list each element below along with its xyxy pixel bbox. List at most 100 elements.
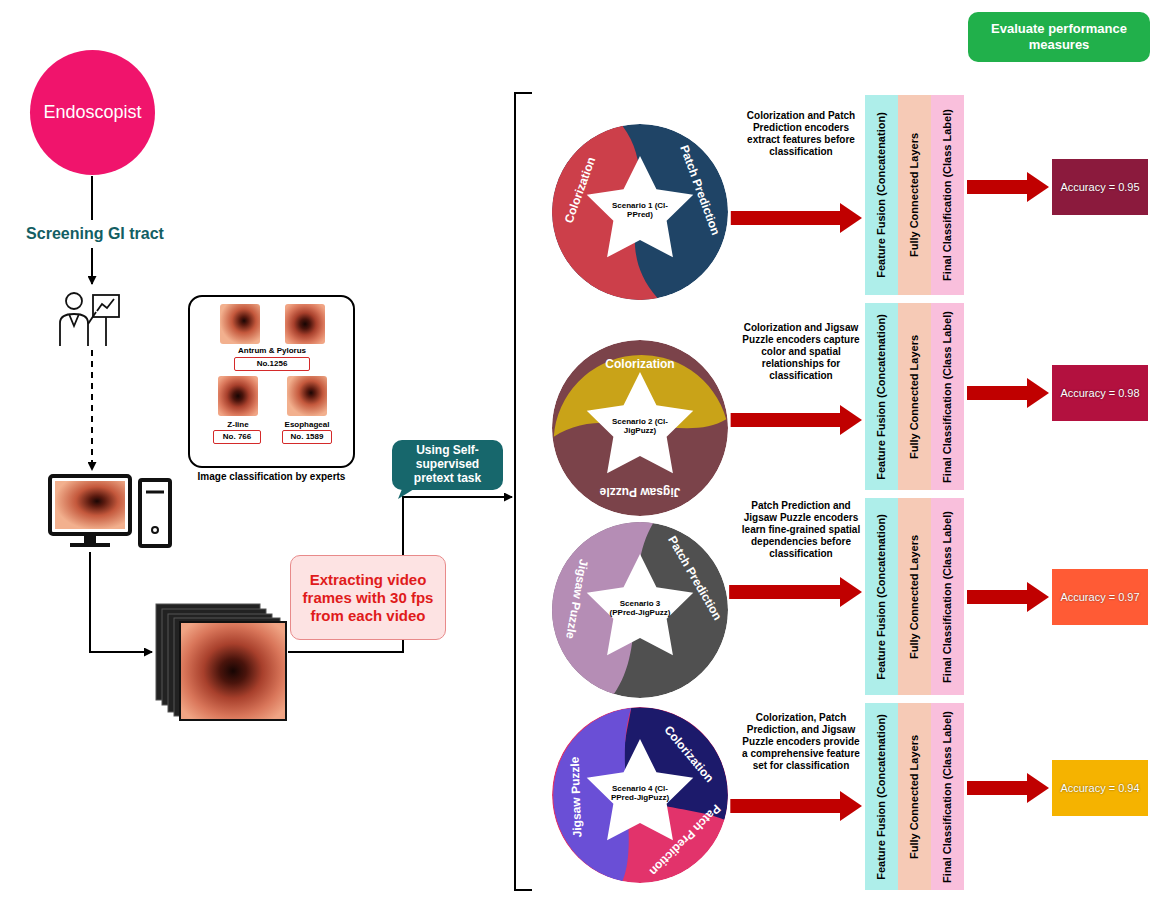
scenario-star: Scenario 3 (PPred-JigPuzz)	[578, 548, 702, 672]
arrow-head	[840, 791, 862, 821]
board-stand	[105, 317, 107, 346]
fc-band: Fully Connected Layers	[898, 95, 931, 295]
scenario-description: Patch Prediction and Jigsaw Puzzle encod…	[739, 500, 863, 560]
block-arrow	[729, 577, 862, 607]
nobox-text: No. 1589	[291, 432, 324, 442]
tower-slot	[146, 491, 164, 494]
flow-arrow	[91, 248, 93, 284]
video-frames-stack	[156, 604, 286, 720]
band-label: Feature Fusion (Concatenation)	[876, 708, 888, 885]
band-label: Feature Fusion (Concatenation)	[876, 503, 888, 690]
endoscopy-thumbnail	[220, 304, 260, 344]
monitor-base	[70, 543, 110, 547]
extract-text: Extracting video frames with 30 fps from…	[297, 571, 439, 625]
arrow-head	[840, 405, 862, 435]
arrow-shaft	[729, 585, 842, 599]
band-label: Final Classification (Class Label)	[942, 308, 954, 485]
count-box: No.1256	[234, 357, 310, 371]
fusion-band: Feature Fusion (Concatenation)	[865, 498, 898, 695]
band-label: Final Classification (Class Label)	[942, 100, 954, 290]
acc-text: Accuracy = 0.98	[1060, 387, 1139, 399]
actor-circle: Endoscopist	[30, 50, 155, 175]
block-arrow	[967, 172, 1049, 202]
thumbnails	[218, 304, 327, 416]
accuracy-box: Accuracy = 0.97	[1052, 569, 1148, 625]
segment-base	[552, 124, 728, 300]
endoscopy-thumbnail	[285, 304, 325, 344]
scenario-description: Colorization and Jigsaw Puzzle encoders …	[739, 322, 863, 382]
segment-label: Colorization	[605, 358, 674, 370]
band-label: Feature Fusion (Concatenation)	[876, 308, 888, 485]
process-box: Extracting video frames with 30 fps from…	[290, 555, 446, 640]
classification-band: Final Classification (Class Label)	[931, 303, 964, 490]
arrow-head	[1027, 378, 1049, 408]
segments	[552, 340, 728, 516]
arrow-shaft	[731, 211, 842, 225]
chart-board	[93, 295, 119, 317]
arrow-head	[1027, 172, 1049, 202]
arrow-shaft	[967, 386, 1029, 400]
eval-text: Evaluate performance measures	[976, 21, 1142, 52]
image-class-label: Z-line	[207, 420, 269, 430]
monitor-stand	[84, 534, 96, 543]
arrow-shaft	[730, 799, 842, 813]
arrow-shaft	[967, 781, 1029, 795]
image-panel: Image classification by expertsNo.1256No…	[188, 295, 355, 468]
fusion-band: Feature Fusion (Concatenation)	[865, 303, 898, 490]
doctor-collar	[69, 314, 79, 326]
classification-band: Final Classification (Class Label)	[931, 95, 964, 295]
scenario-label: Scenario 4 (Cl-PPred-JigPuzz)	[609, 785, 671, 803]
pointer-arm	[88, 312, 96, 324]
acc-text: Accuracy = 0.95	[1060, 181, 1139, 193]
monitor	[50, 476, 130, 534]
block-arrow	[730, 791, 862, 821]
fc-band: Fully Connected Layers	[898, 303, 931, 490]
scenario-circle: Jigsaw PuzzlePatch PredictionScenario 3 …	[552, 522, 728, 698]
endoscopy-thumbnail	[287, 376, 327, 416]
flow-arrow	[288, 497, 512, 652]
accuracy-box: Accuracy = 0.95	[1052, 159, 1148, 215]
scenario-circle: ColorizationPatch PredictionScenario 1 (…	[552, 124, 728, 300]
scenario-label: Scenario 2 (Cl-JigPuzz)	[609, 418, 671, 436]
endoscopy-thumbnail	[218, 376, 258, 416]
block-arrow	[731, 405, 862, 435]
star	[587, 739, 694, 840]
acc-text: Accuracy = 0.97	[1060, 591, 1139, 603]
segment-base	[552, 340, 728, 516]
computer-icon	[50, 476, 170, 546]
block-arrow	[967, 773, 1049, 803]
fc-band: Fully Connected Layers	[898, 703, 931, 890]
panel-caption: Image classification by experts	[188, 471, 355, 482]
fc-band: Fully Connected Layers	[898, 498, 931, 695]
nobox-text: No. 766	[223, 432, 251, 442]
scenario-circle: ColorizationJigsaw PuzzlePatch Predictio…	[552, 707, 728, 883]
band-label: Fully Connected Layers	[909, 503, 921, 690]
flow-arrow	[90, 552, 152, 652]
band-label: Feature Fusion (Concatenation)	[876, 100, 888, 290]
power-button	[152, 527, 158, 533]
star	[587, 554, 694, 655]
scenario-label: Scenario 3 (PPred-JigPuzz)	[609, 600, 671, 618]
band-label: Fully Connected Layers	[909, 708, 921, 885]
band-label: Fully Connected Layers	[909, 308, 921, 485]
bubble-tail	[396, 489, 416, 499]
arrow-head	[1027, 582, 1049, 612]
bubble-tail-shape	[398, 489, 414, 499]
evaluation-box: Evaluate performance measures	[968, 12, 1150, 62]
fusion-band: Feature Fusion (Concatenation)	[865, 703, 898, 890]
flow-line	[91, 176, 93, 220]
speech-bubble: Using Self-supervised pretext task	[392, 440, 503, 490]
front-frame	[180, 622, 286, 720]
dashed-arrow	[91, 350, 93, 470]
band-label: Fully Connected Layers	[909, 100, 921, 290]
segments	[552, 707, 728, 883]
arrow-head	[840, 577, 862, 607]
block-arrow	[731, 203, 862, 233]
scenario-star: Scenario 4 (Cl-PPred-JigPuzz)	[578, 733, 702, 857]
classification-band: Final Classification (Class Label)	[931, 498, 964, 695]
block-arrow	[967, 582, 1049, 612]
acc-text: Accuracy = 0.94	[1060, 782, 1139, 794]
segments	[552, 522, 728, 698]
segment-label: Jigsaw Puzzle	[600, 486, 681, 498]
endo-text: Endoscopist	[43, 102, 141, 123]
